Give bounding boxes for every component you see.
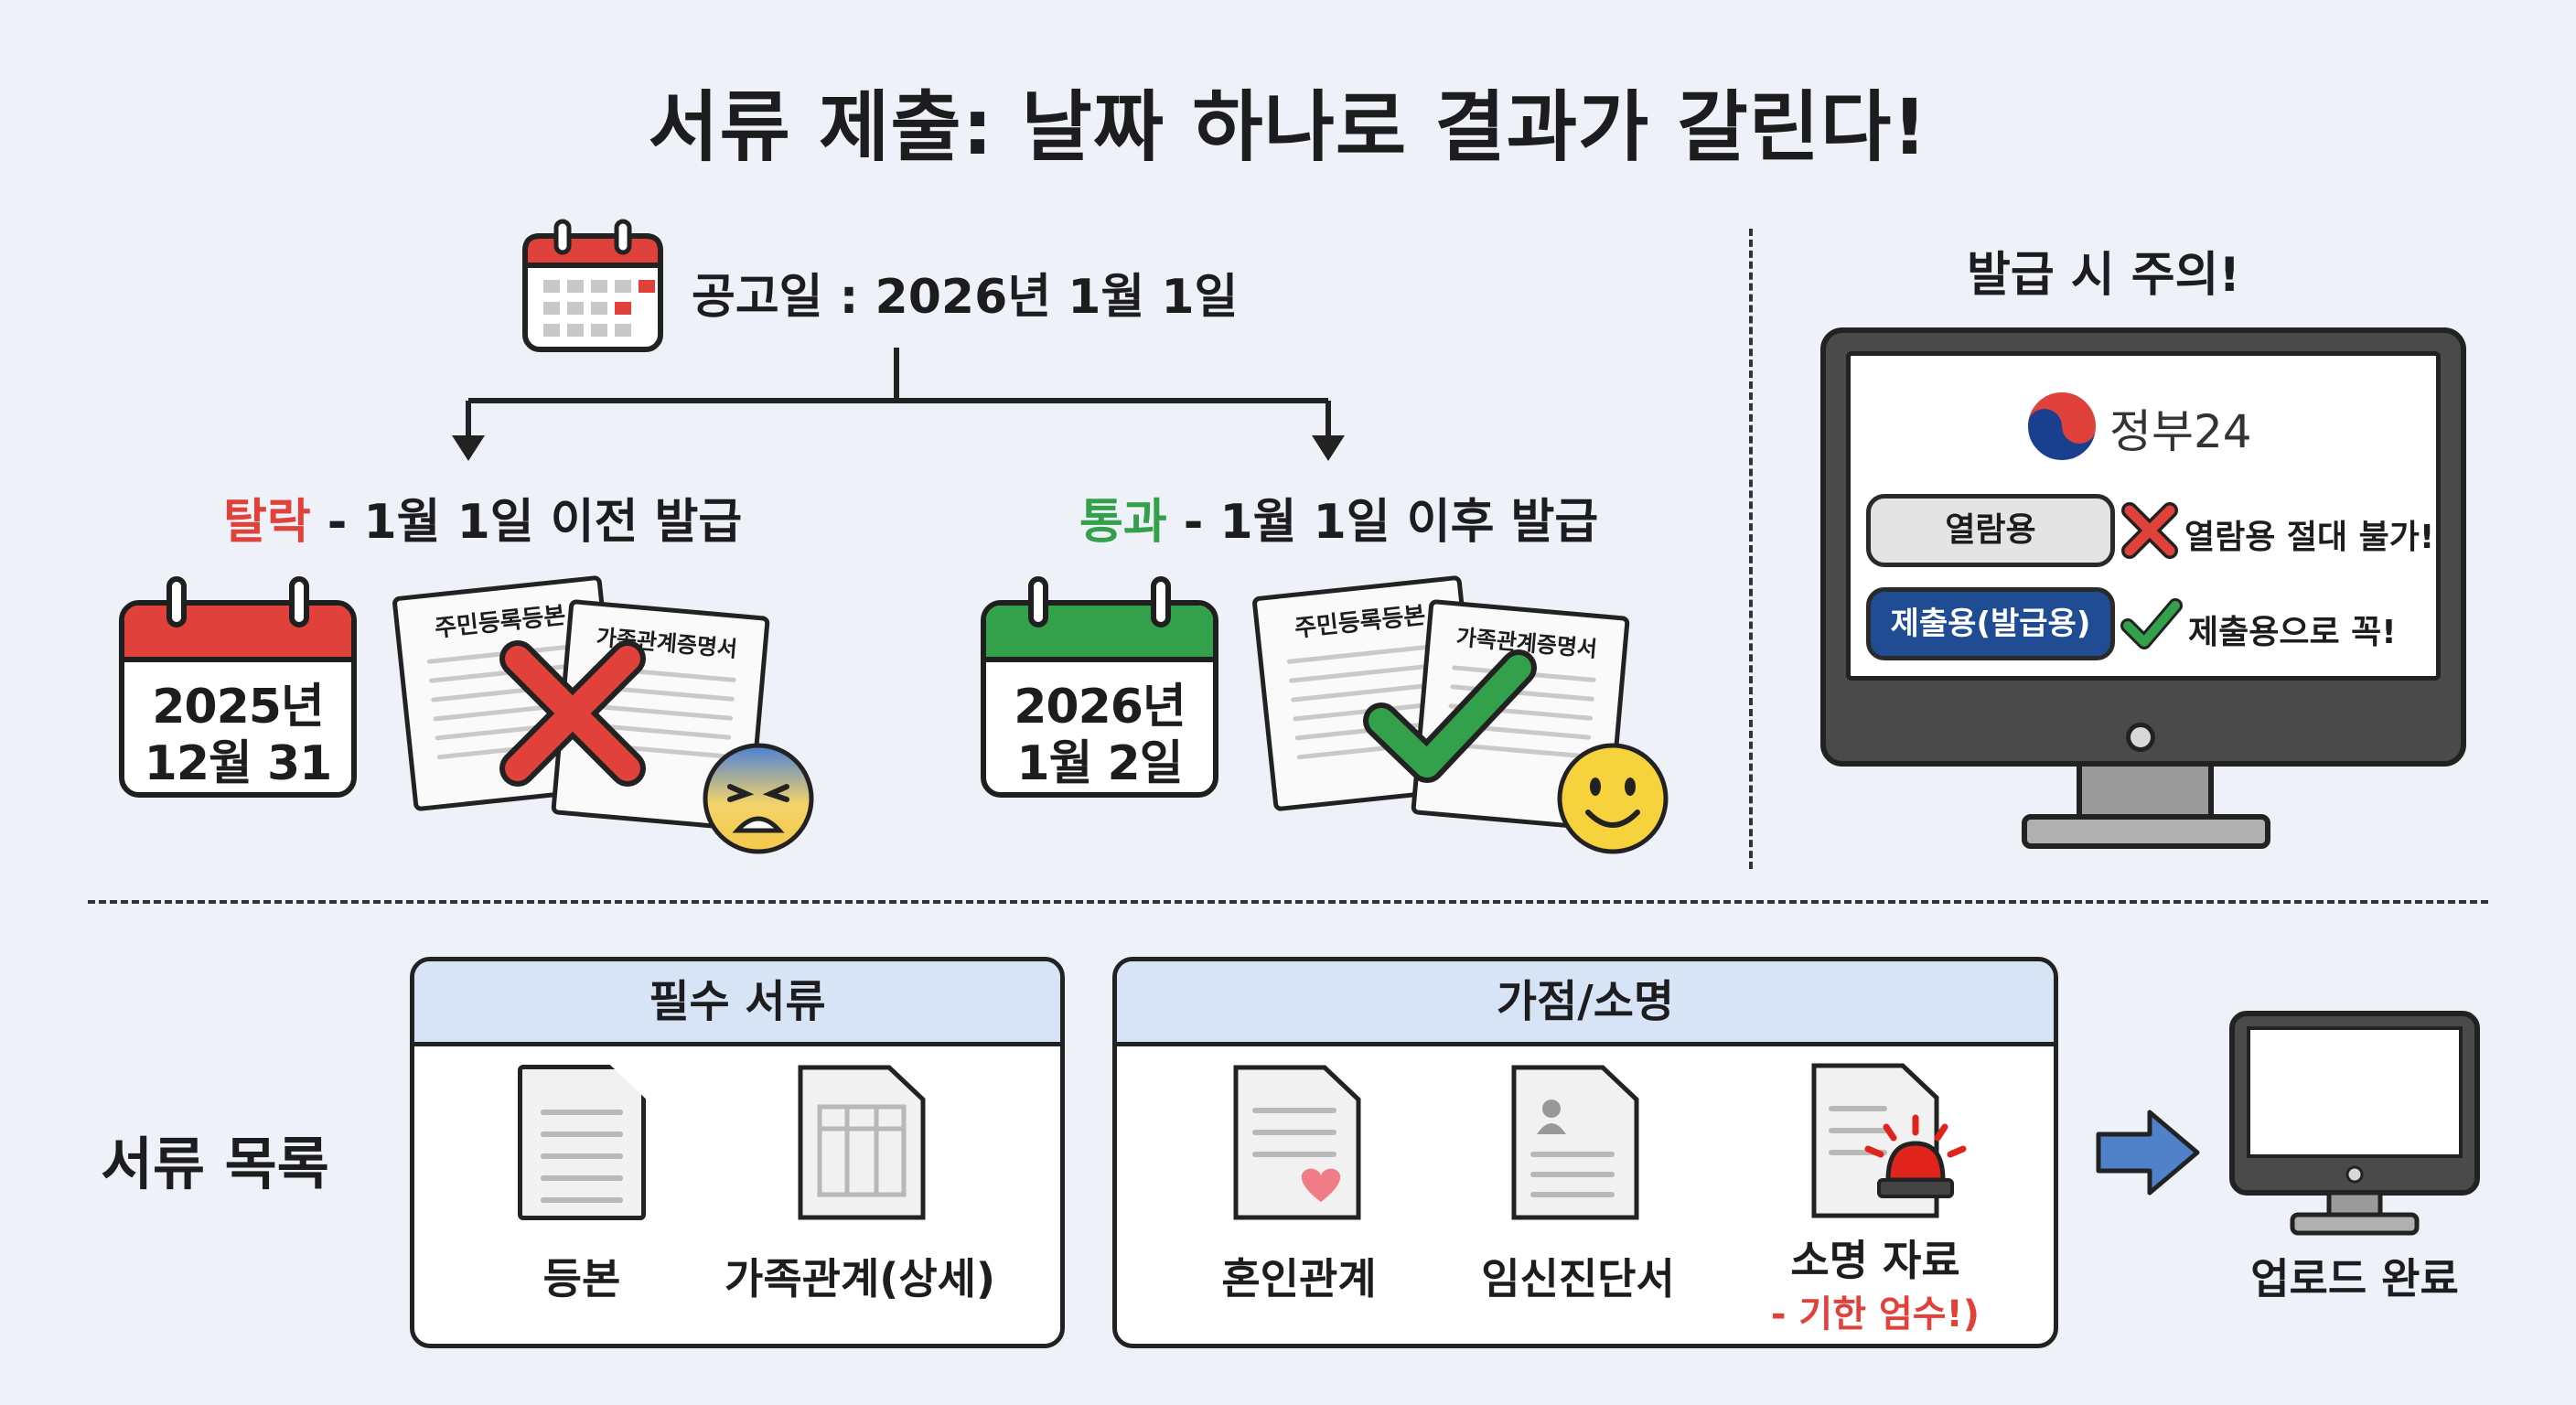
submit-copy-button[interactable]: 제출용(발급용): [1866, 587, 2115, 660]
fail-outcome: 탈락 - 1월 1일 이전 발급: [223, 483, 742, 552]
pass-calendar-date: 1월 2일: [1016, 736, 1183, 791]
siren-icon: [1864, 1114, 1967, 1198]
calendar-icon: [522, 219, 663, 352]
power-button: [2126, 723, 2155, 752]
computer-monitor-icon: [2229, 1011, 2480, 1236]
required-doc-label: 가족관계(상세): [724, 1254, 995, 1303]
smiley-face-icon: [1557, 743, 1669, 854]
bonus-doc-label: 임신진단서: [1481, 1254, 1675, 1303]
calendar-ring: [1151, 576, 1171, 627]
urgent-document-icon: [1811, 1063, 1967, 1218]
government-logo-icon: [2026, 391, 2098, 462]
fail-calendar-year: 2025년: [152, 680, 325, 735]
required-doc-label: 등본: [542, 1254, 621, 1303]
bonus-docs-header: 가점/소명: [1117, 961, 2054, 1046]
marriage-document-icon: [1233, 1065, 1361, 1220]
fail-calendar: 2025년 12월 31일: [119, 600, 357, 798]
doc-list-heading: 서류 목록: [101, 1131, 329, 1197]
view-copy-warning: 열람용 절대 불가!: [2184, 519, 2435, 556]
section-divider: [1749, 229, 1753, 869]
pass-description: - 1월 1일 이후 발급: [1183, 495, 1599, 550]
bonus-doc-label: 소명 자료: [1790, 1236, 1960, 1285]
distressed-face-icon: [703, 743, 814, 854]
table-document-icon: [798, 1065, 926, 1220]
pass-status: 통과: [1079, 495, 1167, 550]
submit-copy-note: 제출용으로 꼭!: [2188, 614, 2397, 651]
caution-heading: 발급 시 주의!: [1967, 248, 2241, 303]
x-mark-icon: [499, 640, 646, 787]
upload-complete-label: 업로드 완료: [2250, 1254, 2459, 1303]
calendar-ring: [1028, 576, 1048, 627]
calendar-ring: [166, 576, 187, 627]
pass-calendar-year: 2026년: [1014, 680, 1186, 735]
site-name: 정부24: [2109, 405, 2252, 458]
pass-calendar: 2026년 1월 2일: [981, 600, 1218, 798]
pregnancy-document-icon: [1511, 1065, 1639, 1220]
document-icon: [518, 1065, 646, 1220]
branch-connector: [452, 348, 1345, 461]
view-copy-button[interactable]: 열람용: [1866, 494, 2115, 567]
calendar-ring: [289, 576, 309, 627]
x-mark-icon: [2121, 502, 2178, 559]
announcement-date: 공고일 : 2026년 1월 1일: [692, 270, 1239, 325]
monitor-neck: [2077, 767, 2214, 818]
check-mark-icon: [2120, 598, 2183, 649]
deadline-note: - 기한 엄수!): [1770, 1293, 1980, 1335]
section-divider: [88, 900, 2488, 904]
bonus-doc-label: 혼인관계: [1221, 1254, 1377, 1303]
required-docs-box: 필수 서류: [410, 957, 1065, 1348]
fail-calendar-date: 12월 31일: [144, 736, 333, 791]
right-arrow-icon: [2096, 1110, 2200, 1196]
required-docs-header: 필수 서류: [414, 961, 1060, 1046]
fail-status: 탈락: [223, 495, 311, 550]
check-mark-icon: [1363, 649, 1537, 783]
monitor-stand: [2022, 814, 2270, 849]
page-title: 서류 제출: 날짜 하나로 결과가 갈린다!: [648, 82, 1928, 172]
pass-outcome: 통과 - 1월 1일 이후 발급: [1079, 483, 1598, 552]
fail-description: - 1월 1일 이전 발급: [327, 495, 743, 550]
